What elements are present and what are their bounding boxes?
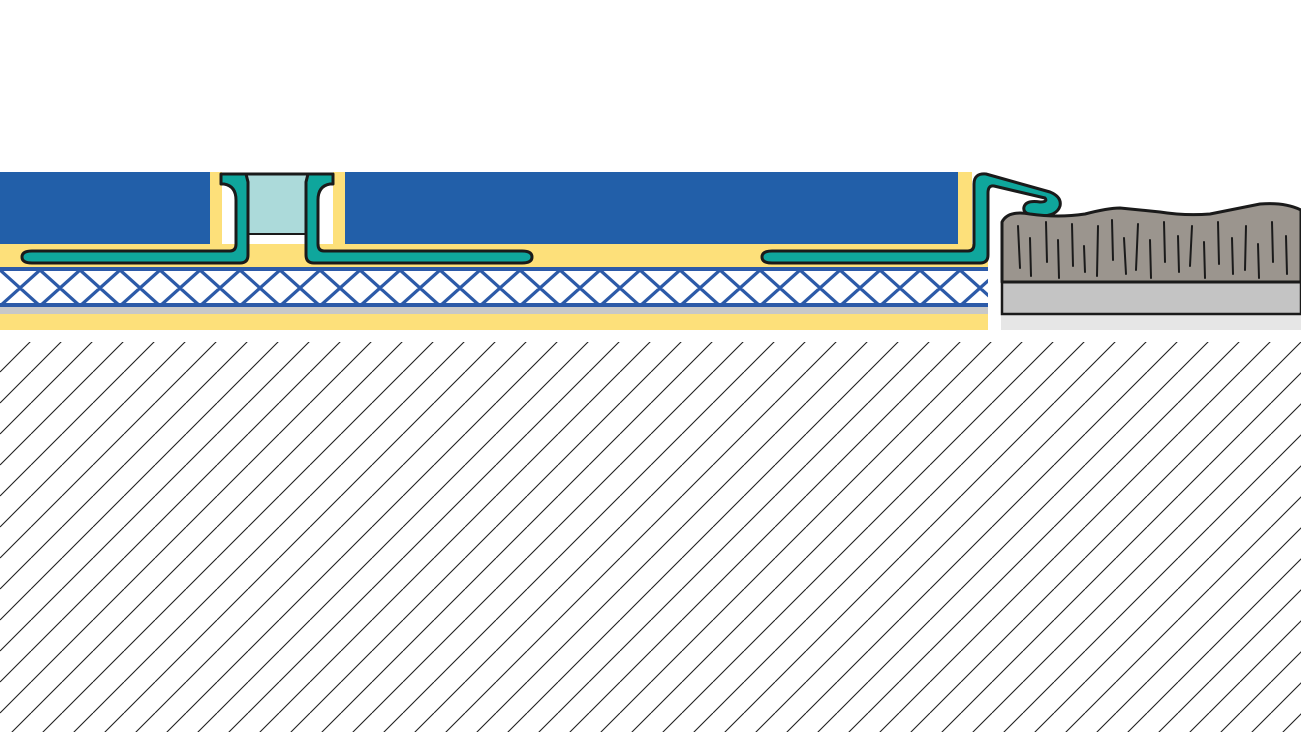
tile-left <box>0 172 210 244</box>
joint-profile-right <box>304 172 534 265</box>
carpet-fiber <box>1057 239 1060 279</box>
carpet-fiber <box>1257 243 1260 279</box>
carpet-fiber <box>1045 221 1048 263</box>
carpet-fiber <box>1029 237 1032 277</box>
carpet-fiber <box>1096 225 1099 277</box>
transition-edge-profile <box>760 172 1062 265</box>
carpet-fiber <box>1071 223 1074 267</box>
carpet-fiber <box>1149 239 1152 279</box>
carpet-fiber <box>1135 223 1139 271</box>
adhesive-joint-edge <box>958 172 972 252</box>
carpet-fiber <box>1203 241 1206 279</box>
joint-profile-left <box>20 172 250 265</box>
carpet-fiber <box>1285 235 1288 275</box>
carpet-fiber <box>1217 221 1220 265</box>
carpet-fiber <box>1177 235 1180 273</box>
adhesive-joint-left <box>210 172 222 252</box>
carpet-fiber <box>1189 225 1193 267</box>
carpet-fiber <box>1163 221 1166 263</box>
carpet-fiber <box>1111 219 1114 261</box>
tile-right <box>345 172 958 244</box>
carpet-fiber <box>1271 221 1274 263</box>
flexible-joint-insert <box>248 174 306 234</box>
carpet-fiber <box>1083 245 1086 273</box>
carpet-fiber <box>1244 225 1247 271</box>
carpet-fiber <box>1231 237 1234 275</box>
grey-separation-layer <box>0 306 988 314</box>
carpet-underlay <box>1001 314 1301 330</box>
uncoupling-mesh-membrane <box>0 267 988 307</box>
carpet-pile <box>1000 202 1301 284</box>
mesh-lattice <box>0 270 988 306</box>
adhesive-joint-right <box>333 172 345 252</box>
substrate-hatched <box>0 342 1301 732</box>
carpet-fiber <box>1123 237 1127 275</box>
carpet-backing <box>1000 280 1301 316</box>
carpet-fiber <box>1017 225 1021 269</box>
